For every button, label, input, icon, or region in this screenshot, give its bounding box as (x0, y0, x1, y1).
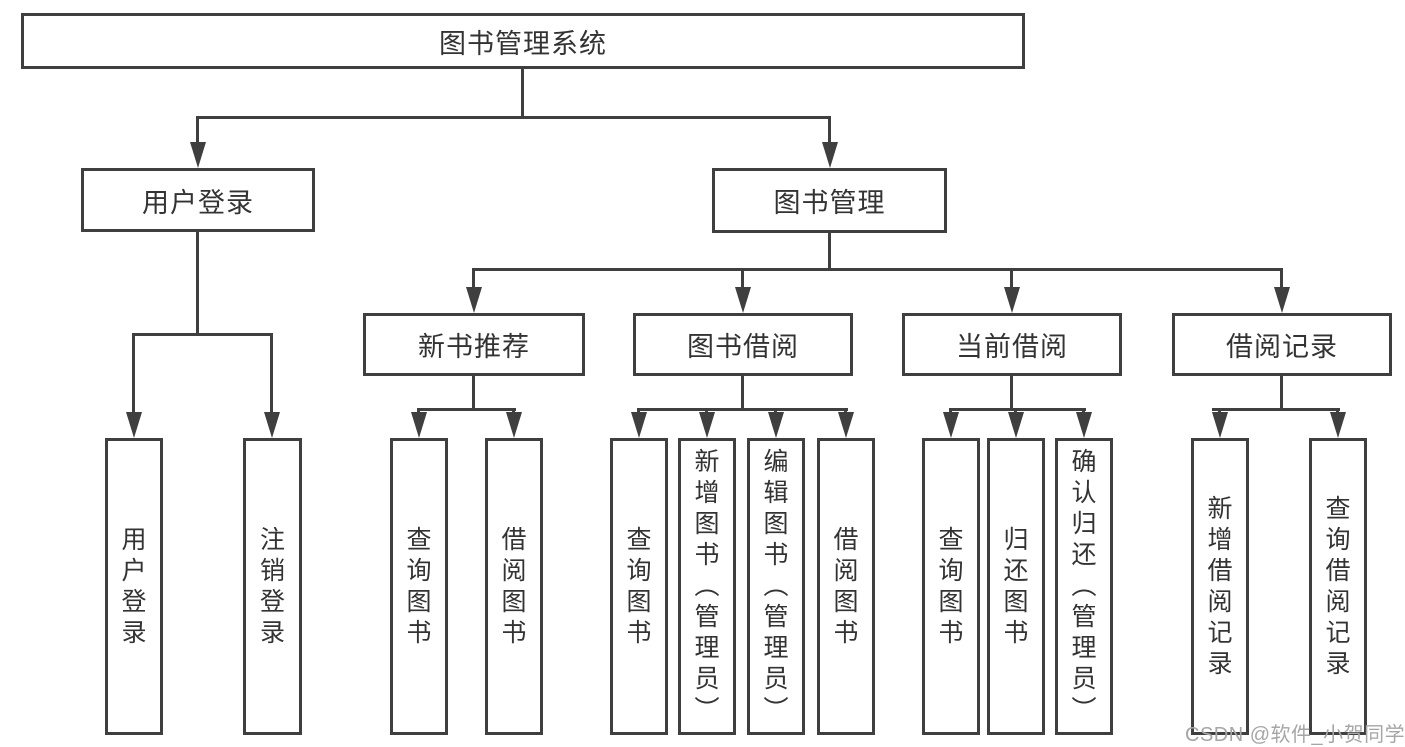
arrow-down-icon (699, 408, 715, 438)
node-label: 图书管理系统 (439, 28, 607, 59)
node-label: 借阅图书 (833, 525, 859, 647)
node-label: 图书管理 (773, 188, 886, 218)
node-logout: 注销登录 (243, 438, 302, 735)
node-label: 查询图书 (938, 525, 964, 647)
connector-line (197, 116, 831, 119)
node-label: 编辑图书︵管理员︶ (763, 448, 789, 724)
node-add-borrow-record: 新增借阅记录 (1191, 438, 1249, 735)
node-book-management: 图书管理 (712, 168, 947, 233)
arrow-down-icon (943, 408, 959, 438)
node-query-books-borrow: 查询图书 (610, 438, 668, 735)
node-query-books-current: 查询图书 (922, 438, 980, 735)
connector-line (132, 333, 273, 336)
arrow-down-icon (1008, 408, 1024, 438)
arrow-down-icon (506, 408, 522, 438)
arrow-down-icon (1004, 268, 1020, 313)
arrow-down-icon (1274, 268, 1290, 313)
node-borrow-books: 借阅图书 (817, 438, 875, 735)
node-query-borrow-record: 查询借阅记录 (1309, 438, 1367, 735)
node-label: 图书借阅 (687, 332, 799, 362)
connector-line (638, 408, 848, 411)
node-label: 新书推荐 (418, 332, 530, 362)
node-library-system: 图书管理系统 (21, 13, 1025, 69)
connector-line (473, 268, 1283, 271)
arrow-down-icon (126, 333, 142, 438)
node-label: 新增图书︵管理员︶ (694, 448, 720, 724)
node-user-login: 用户登录 (81, 168, 315, 232)
node-label: 注销登录 (259, 525, 285, 647)
node-confirm-return-admin: 确认归还︵管理员︶ (1055, 438, 1113, 735)
arrow-down-icon (735, 268, 751, 313)
node-label: 用户登录 (142, 187, 254, 218)
connector-line (950, 408, 1086, 411)
arrow-down-icon (411, 408, 427, 438)
node-label: 确认归还︵管理员︶ (1071, 448, 1097, 724)
connector-line (828, 233, 831, 270)
node-current-borrowing: 当前借阅 (902, 313, 1122, 376)
node-label: 查询借阅记录 (1325, 494, 1351, 678)
node-borrowing-records: 借阅记录 (1172, 313, 1392, 376)
node-add-books-admin: 新增图书︵管理员︶ (678, 438, 736, 735)
node-query-books-recommend: 查询图书 (390, 438, 448, 735)
csdn-watermark: CSDN @软件_小贺同学 (1185, 724, 1405, 746)
arrow-down-icon (264, 333, 280, 438)
node-label: 归还图书 (1003, 525, 1029, 647)
arrow-down-icon (1330, 408, 1346, 438)
connector-line (196, 232, 199, 335)
arrow-down-icon (631, 408, 647, 438)
connector-line (521, 69, 524, 118)
arrow-down-icon (1212, 408, 1228, 438)
node-new-book-recommend: 新书推荐 (363, 313, 585, 376)
node-login: 用户登录 (105, 438, 163, 735)
node-label: 查询图书 (626, 525, 652, 647)
node-label: 新增借阅记录 (1207, 494, 1233, 678)
node-label: 借阅记录 (1226, 332, 1338, 362)
node-label: 借阅图书 (501, 525, 527, 647)
node-edit-books-admin: 编辑图书︵管理员︶ (747, 438, 805, 735)
node-label: 用户登录 (121, 525, 147, 647)
node-book-borrowing: 图书借阅 (633, 313, 853, 376)
arrow-down-icon (190, 116, 206, 168)
node-return-books: 归还图书 (987, 438, 1045, 735)
connector-line (418, 408, 516, 411)
connector-line (741, 374, 744, 411)
connector-line (1280, 374, 1283, 411)
connector-line (1212, 408, 1340, 411)
arrow-down-icon (838, 408, 854, 438)
connector-line (1010, 374, 1013, 411)
node-label: 当前借阅 (956, 332, 1068, 362)
node-label: 查询图书 (406, 525, 432, 647)
node-borrow-books-recommend: 借阅图书 (485, 438, 543, 735)
arrow-down-icon (1076, 408, 1092, 438)
arrow-down-icon (822, 116, 838, 168)
arrow-down-icon (768, 408, 784, 438)
connector-line (472, 374, 475, 411)
arrow-down-icon (466, 268, 482, 313)
